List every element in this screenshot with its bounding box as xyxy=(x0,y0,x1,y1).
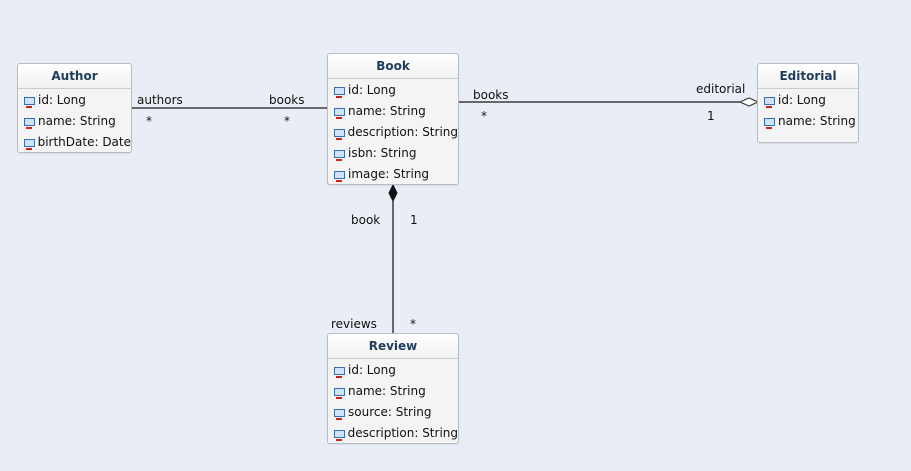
attribute-row[interactable]: id: Long xyxy=(18,90,131,111)
field-icon xyxy=(334,86,345,98)
attribute-label: id: Long xyxy=(38,93,86,107)
attribute-label: id: Long xyxy=(778,93,826,107)
class-editorial[interactable]: Editorial id: Long name: String xyxy=(757,63,859,143)
attribute-label: birthDate: Date xyxy=(37,135,131,149)
attribute-row[interactable]: description: String xyxy=(328,423,458,444)
book-editorial-editorial-multiplicity: 1 xyxy=(707,109,715,123)
aggregation-diamond-icon xyxy=(738,97,760,107)
attribute-row[interactable]: isbn: String xyxy=(328,143,458,164)
class-author[interactable]: Author id: Long name: String birthDate: … xyxy=(17,63,132,153)
field-icon xyxy=(334,128,345,140)
class-editorial-title: Editorial xyxy=(758,64,858,89)
book-review-review-multiplicity: * xyxy=(410,317,416,331)
author-book-author-role: authors xyxy=(137,93,183,107)
class-book[interactable]: Book id: Long name: String description: … xyxy=(327,53,459,185)
book-editorial-book-multiplicity: * xyxy=(481,109,487,123)
attribute-row[interactable]: name: String xyxy=(758,111,858,132)
attribute-label: id: Long xyxy=(348,363,396,377)
book-review-review-role: reviews xyxy=(331,317,377,331)
field-icon xyxy=(334,408,345,420)
class-book-title: Book xyxy=(328,54,458,79)
field-icon xyxy=(24,96,35,108)
attribute-label: name: String xyxy=(348,104,426,118)
attribute-label: description: String xyxy=(347,426,458,440)
book-editorial-book-role: books xyxy=(473,88,509,102)
attribute-row[interactable]: source: String xyxy=(328,402,458,423)
attribute-label: name: String xyxy=(38,114,116,128)
book-editorial-editorial-role: editorial xyxy=(696,82,746,96)
class-review-title: Review xyxy=(328,334,458,359)
field-icon xyxy=(764,96,775,108)
field-icon xyxy=(334,107,345,119)
attribute-label: description: String xyxy=(347,125,458,139)
field-icon xyxy=(334,387,345,399)
attribute-row[interactable]: id: Long xyxy=(328,80,458,101)
class-editorial-attributes: id: Long name: String xyxy=(758,89,858,134)
attribute-label: name: String xyxy=(348,384,426,398)
field-icon xyxy=(24,138,35,150)
attribute-row[interactable]: id: Long xyxy=(758,90,858,111)
attribute-row[interactable]: name: String xyxy=(328,101,458,122)
author-book-book-role: books xyxy=(269,93,305,107)
field-icon xyxy=(334,170,345,182)
attribute-row[interactable]: birthDate: Date xyxy=(18,132,131,153)
attribute-row[interactable]: name: String xyxy=(328,381,458,402)
field-icon xyxy=(764,117,775,129)
field-icon xyxy=(24,117,35,129)
attribute-label: image: String xyxy=(348,167,430,181)
author-book-book-multiplicity: * xyxy=(284,114,290,128)
field-icon xyxy=(334,366,345,378)
attribute-row[interactable]: id: Long xyxy=(328,360,458,381)
book-review-book-multiplicity: 1 xyxy=(410,213,418,227)
class-book-attributes: id: Long name: String description: Strin… xyxy=(328,79,458,187)
attribute-label: id: Long xyxy=(348,83,396,97)
attribute-row[interactable]: description: String xyxy=(328,122,458,143)
composition-diamond-icon xyxy=(388,183,398,203)
class-review[interactable]: Review id: Long name: String source: Str… xyxy=(327,333,459,444)
field-icon xyxy=(334,429,345,441)
attribute-label: source: String xyxy=(348,405,432,419)
class-author-title: Author xyxy=(18,64,131,89)
attribute-row[interactable]: name: String xyxy=(18,111,131,132)
book-review-book-role: book xyxy=(351,213,381,227)
field-icon xyxy=(334,149,345,161)
attribute-label: name: String xyxy=(778,114,856,128)
class-review-attributes: id: Long name: String source: String des… xyxy=(328,359,458,446)
attribute-label: isbn: String xyxy=(348,146,417,160)
class-author-attributes: id: Long name: String birthDate: Date xyxy=(18,89,131,155)
author-book-author-multiplicity: * xyxy=(146,114,152,128)
attribute-row[interactable]: image: String xyxy=(328,164,458,185)
